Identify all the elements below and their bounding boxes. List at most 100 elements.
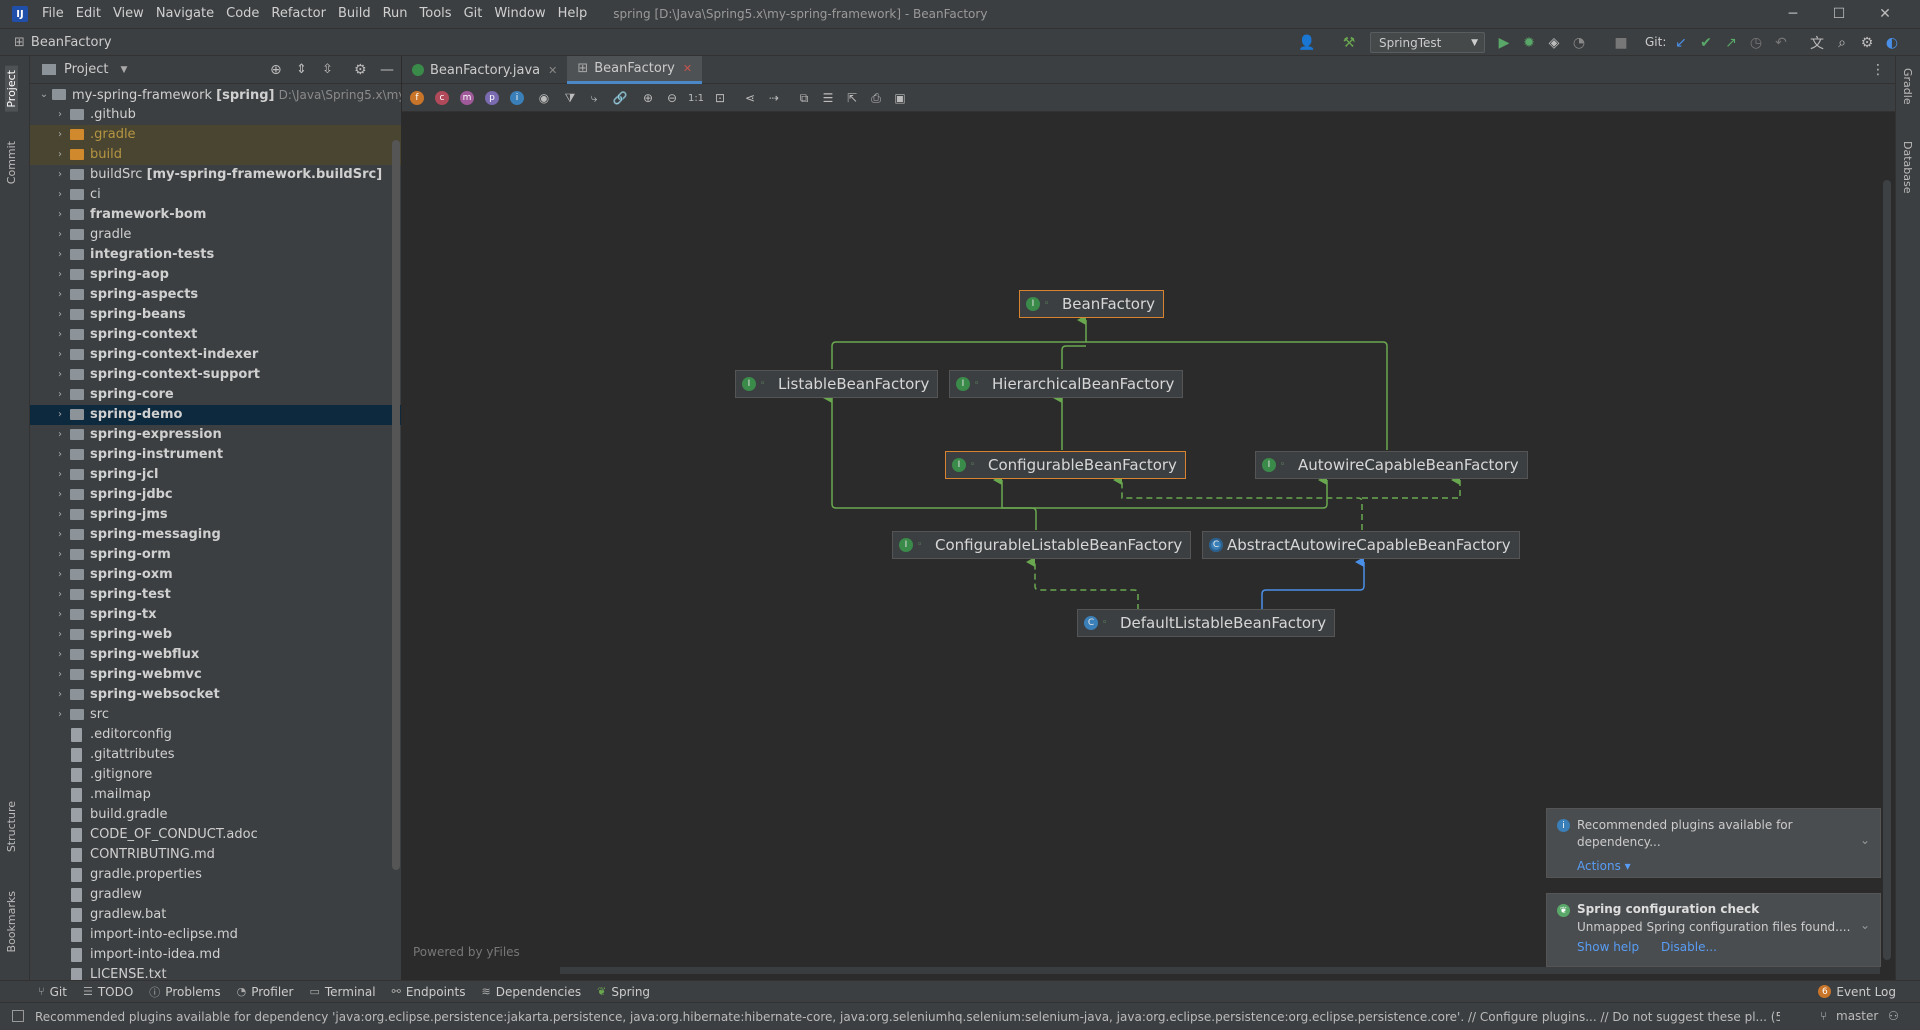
folder-tree-item[interactable]: ›spring-aspects	[30, 285, 401, 305]
chevron-right-icon[interactable]: ›	[58, 249, 62, 260]
chevron-right-icon[interactable]: ›	[58, 109, 62, 120]
folder-tree-item[interactable]: ›integration-tests	[30, 245, 401, 265]
folder-tree-item[interactable]: ›spring-webflux	[30, 645, 401, 665]
chevron-right-icon[interactable]: ›	[58, 129, 62, 140]
search-icon[interactable]: ⌕	[1838, 35, 1846, 51]
chevron-right-icon[interactable]: ›	[58, 409, 62, 420]
gradle-tool-tab[interactable]: Gradle	[1901, 68, 1914, 105]
file-tree-item[interactable]: gradlew.bat	[30, 905, 401, 925]
zoom-out-icon[interactable]: ⊖	[666, 91, 678, 105]
profiler-tool-button[interactable]: ◔Profiler	[237, 985, 294, 999]
notification-recommended-plugins[interactable]: i Recommended plugins available for depe…	[1546, 808, 1881, 878]
locate-icon[interactable]: ⊕	[270, 61, 282, 78]
git-rollback-icon[interactable]: ↶	[1775, 35, 1787, 51]
node-configurablelistablebeanfactory[interactable]: I ◦ ConfigurableListableBeanFactory	[892, 531, 1192, 559]
status-toggle-icon[interactable]	[12, 1010, 24, 1022]
minimize-button[interactable]: ─	[1788, 6, 1798, 22]
dependencies-tool-button[interactable]: ≋Dependencies	[481, 985, 581, 999]
git-branch-label[interactable]: master	[1836, 1009, 1879, 1023]
folder-tree-item[interactable]: ›spring-demo	[30, 405, 401, 425]
visibility-eye-icon[interactable]: ◉	[538, 91, 550, 105]
filter-icon[interactable]: ⧩	[564, 90, 576, 105]
chevron-right-icon[interactable]: ›	[58, 649, 62, 660]
chevron-down-icon[interactable]: ⌄	[1859, 918, 1870, 932]
close-button[interactable]: ✕	[1879, 6, 1891, 22]
file-tree-item[interactable]: gradle.properties	[30, 865, 401, 885]
show-constructors-icon[interactable]: c	[435, 91, 449, 105]
chevron-right-icon[interactable]: ›	[58, 669, 62, 680]
folder-tree-item[interactable]: ›spring-context-indexer	[30, 345, 401, 365]
chevron-right-icon[interactable]: ›	[58, 289, 62, 300]
folder-tree-item[interactable]: ›spring-jcl	[30, 465, 401, 485]
layout-icon[interactable]: ⋖	[744, 91, 756, 105]
properties-icon[interactable]: ☰	[822, 91, 834, 105]
node-abstractautowirecapablebeanfactory[interactable]: C ◦ AbstractAutowireCapableBeanFactory	[1202, 531, 1520, 559]
file-tree-item[interactable]: .editorconfig	[30, 725, 401, 745]
expand-all-icon[interactable]: ⇕	[296, 62, 307, 77]
chevron-right-icon[interactable]: ›	[58, 169, 62, 180]
chevron-right-icon[interactable]: ›	[58, 489, 62, 500]
chevron-right-icon[interactable]: ›	[58, 209, 62, 220]
close-tab-icon[interactable]: ✕	[682, 62, 693, 75]
tab-beanfactory-java[interactable]: BeanFactory.java ✕	[402, 56, 567, 84]
folder-tree-item[interactable]: ›spring-context	[30, 325, 401, 345]
diagram-vertical-scrollbar[interactable]	[1883, 180, 1891, 960]
chevron-right-icon[interactable]: ›	[58, 469, 62, 480]
node-hierarchicalbeanfactory[interactable]: I ◦ HierarchicalBeanFactory	[949, 370, 1184, 398]
actual-size-button[interactable]: 1:1	[687, 92, 705, 104]
dependencies-icon[interactable]: ⤷	[590, 90, 598, 105]
file-tree-item[interactable]: .mailmap	[30, 785, 401, 805]
chevron-right-icon[interactable]: ›	[58, 229, 62, 240]
menu-build[interactable]: Build	[337, 6, 371, 21]
link-icon[interactable]: 🔗	[612, 91, 628, 105]
chevron-right-icon[interactable]: ›	[58, 349, 62, 360]
collapse-all-icon[interactable]: ⇳	[322, 62, 333, 77]
menu-file[interactable]: File	[42, 6, 64, 21]
folder-tree-item[interactable]: ›src	[30, 705, 401, 725]
jetbrains-toolbox-icon[interactable]: ◐	[1885, 35, 1899, 51]
coverage-icon[interactable]: ◈	[1548, 35, 1560, 51]
folder-tree-item[interactable]: ›spring-oxm	[30, 565, 401, 585]
chevron-right-icon[interactable]: ›	[58, 549, 62, 560]
zoom-in-icon[interactable]: ⊕	[642, 91, 654, 105]
fit-content-icon[interactable]: ⊡	[714, 91, 726, 105]
chevron-right-icon[interactable]: ›	[58, 449, 62, 460]
menu-run[interactable]: Run	[382, 6, 408, 21]
show-help-link[interactable]: Show help	[1577, 940, 1640, 954]
folder-tree-item[interactable]: ›spring-websocket	[30, 685, 401, 705]
node-listablebeanfactory[interactable]: I ◦ ListableBeanFactory	[735, 370, 939, 398]
file-tree-item[interactable]: CODE_OF_CONDUCT.adoc	[30, 825, 401, 845]
save-image-icon[interactable]: ▣	[894, 91, 906, 105]
file-tree-item[interactable]: build.gradle	[30, 805, 401, 825]
git-history-icon[interactable]: ◷	[1749, 35, 1763, 51]
folder-tree-item[interactable]: ›spring-expression	[30, 425, 401, 445]
spring-tool-button[interactable]: ❦Spring	[597, 985, 650, 999]
build-hammer-icon[interactable]: ⚒	[1342, 35, 1356, 51]
gear-icon[interactable]: ⚙	[354, 61, 367, 78]
node-configurablebeanfactory[interactable]: I ◦ ConfigurableBeanFactory	[945, 451, 1186, 479]
show-inner-classes-icon[interactable]: i	[510, 91, 524, 105]
user-icon[interactable]: 👤	[1298, 35, 1316, 51]
folder-tree-item[interactable]: ›spring-orm	[30, 545, 401, 565]
status-message[interactable]: Recommended plugins available for depend…	[35, 1009, 1780, 1024]
chevron-right-icon[interactable]: ›	[58, 189, 62, 200]
folder-tree-item[interactable]: ›spring-context-support	[30, 365, 401, 385]
file-tree-item[interactable]: import-into-eclipse.md	[30, 925, 401, 945]
node-autowirecapablebeanfactory[interactable]: I ◦ AutowireCapableBeanFactory	[1255, 451, 1528, 479]
node-beanfactory[interactable]: I ◦ BeanFactory	[1019, 290, 1165, 318]
hide-panel-icon[interactable]: —	[380, 61, 394, 78]
todo-tool-button[interactable]: ☰TODO	[83, 985, 133, 999]
folder-tree-item[interactable]: ›spring-web	[30, 625, 401, 645]
file-tree-item[interactable]: .gitattributes	[30, 745, 401, 765]
notification-spring-config[interactable]: ❦ Spring configuration check Unmapped Sp…	[1546, 893, 1881, 967]
menu-window[interactable]: Window	[494, 6, 546, 21]
show-fields-icon[interactable]: f	[410, 91, 424, 105]
folder-tree-item[interactable]: ›.gradle	[30, 125, 401, 145]
breadcrumb[interactable]: ⊞ BeanFactory	[14, 35, 112, 50]
folder-tree-item[interactable]: ›spring-beans	[30, 305, 401, 325]
folder-tree-item[interactable]: ›spring-webmvc	[30, 665, 401, 685]
project-scrollbar[interactable]	[392, 140, 400, 870]
actions-link[interactable]: Actions ▾	[1577, 859, 1631, 873]
chevron-down-icon[interactable]: ⌄	[39, 89, 49, 100]
